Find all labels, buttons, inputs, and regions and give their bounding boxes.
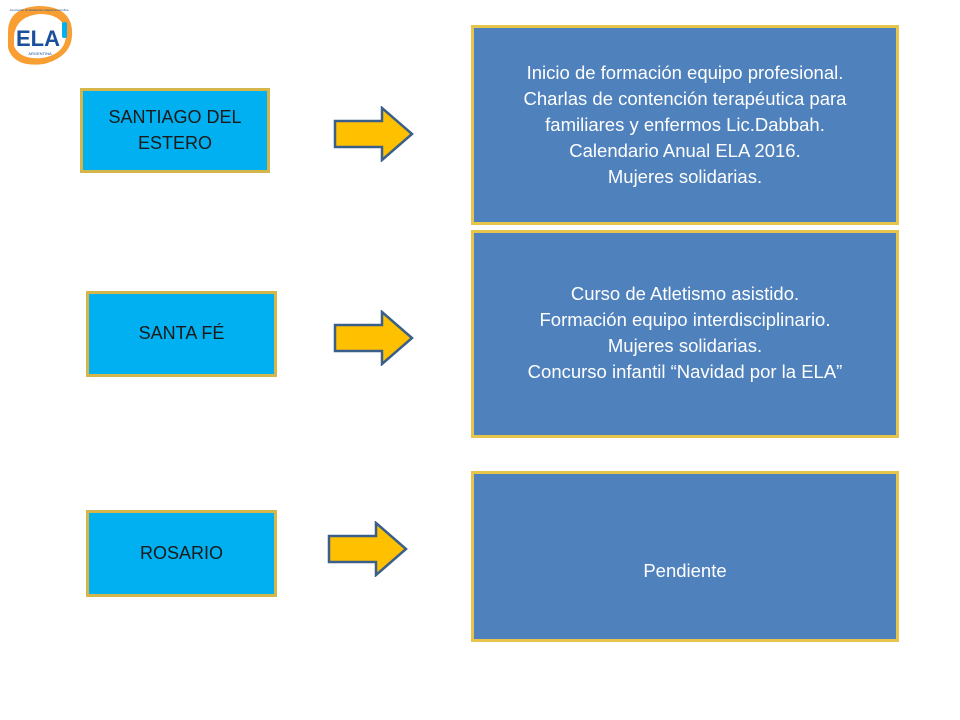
detail-box-rosario: Pendiente xyxy=(471,471,899,642)
detail-box-santiago-del-estero: Inicio de formación equipo profesional. … xyxy=(471,25,899,225)
detail-line: Formación equipo interdisciplinario. xyxy=(539,308,831,330)
region-label: SANTA FÉ xyxy=(138,323,225,344)
detail-line: Mujeres solidarias. xyxy=(607,334,763,356)
logo-top-label: Asociación de Esclerosis Lateral Amiotró… xyxy=(10,8,69,12)
region-box-santa-fe: SANTA FÉ xyxy=(86,291,277,377)
detail-line: Curso de Atletismo asistido. xyxy=(570,283,800,304)
detail-line: Mujeres solidarias. xyxy=(607,165,763,187)
detail-lines: Pendiente xyxy=(643,558,726,584)
detail-lines: Inicio de formación equipo profesional. … xyxy=(524,60,847,189)
detail-line: Pendiente xyxy=(643,559,727,581)
detail-line: Charlas de contención terapéutica para xyxy=(523,88,847,110)
logo-letters: ELA xyxy=(16,26,60,51)
ela-logo: Asociación de Esclerosis Lateral Amiotró… xyxy=(8,6,73,65)
right-arrow-icon xyxy=(333,106,414,162)
detail-line: familiares y enfermos Lic.Dabbah. xyxy=(545,114,825,136)
right-arrow-icon xyxy=(333,310,414,366)
detail-line: Calendario Anual ELA 2016. xyxy=(569,139,801,161)
detail-line: Concurso infantil “Navidad por la ELA” xyxy=(527,360,843,382)
detail-box-santa-fe: Curso de Atletismo asistido. Formación e… xyxy=(471,230,899,438)
right-arrow-icon xyxy=(327,521,408,577)
region-box-santiago-del-estero: SANTIAGO DEL ESTERO xyxy=(80,88,270,173)
logo-sublabel: ARGENTINA xyxy=(28,51,52,56)
logo-accent-shape xyxy=(62,22,67,38)
detail-line: Inicio de formación equipo profesional. xyxy=(526,62,844,84)
detail-lines: Curso de Atletismo asistido. Formación e… xyxy=(528,281,843,385)
region-box-rosario: ROSARIO xyxy=(86,510,277,597)
region-label: ROSARIO xyxy=(139,542,223,563)
region-label: SANTIAGO DEL ESTERO xyxy=(108,107,242,153)
